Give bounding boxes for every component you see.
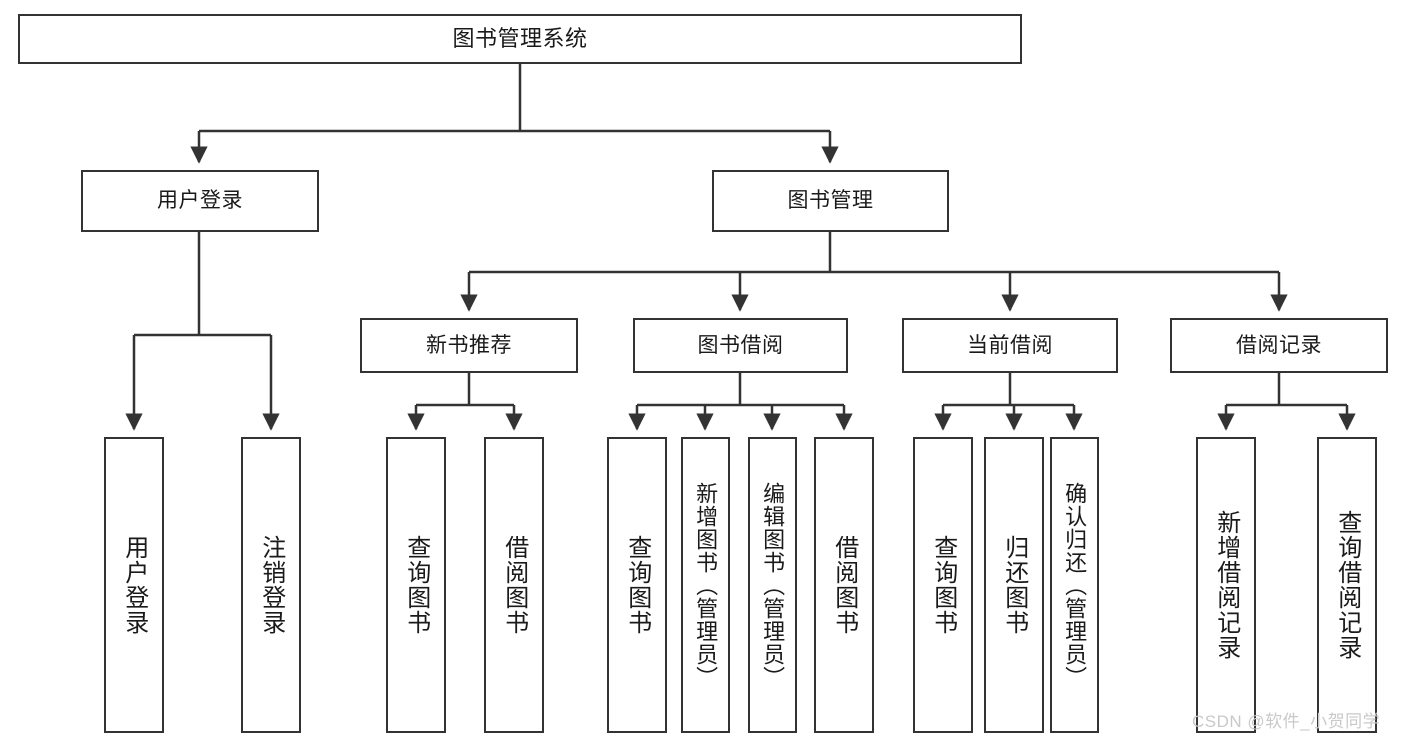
node-book-manage-label: 图书管理 xyxy=(787,189,874,213)
node-current-borrow-label: 当前借阅 xyxy=(967,333,1053,357)
node-book-borrow[interactable]: 图书借阅 xyxy=(633,318,848,373)
node-leaf-logout-label: 注销登录 xyxy=(257,535,285,635)
node-root[interactable]: 图书管理系统 xyxy=(18,14,1022,64)
node-leaf-query-book-2-label: 查询图书 xyxy=(623,535,651,635)
csdn-watermark: CSDN @软件_小贺同学 xyxy=(1192,712,1381,731)
node-root-label: 图书管理系统 xyxy=(452,25,588,51)
node-leaf-logout[interactable]: 注销登录 xyxy=(241,437,301,733)
node-leaf-confirm-return-label: 确认归还（管理员） xyxy=(1062,481,1088,689)
node-leaf-borrow-book-2-label: 借阅图书 xyxy=(830,535,858,635)
node-leaf-edit-book[interactable]: 编辑图书（管理员） xyxy=(748,437,797,733)
node-leaf-user-login[interactable]: 用户登录 xyxy=(104,437,164,733)
node-leaf-query-book-1-label: 查询图书 xyxy=(402,535,430,635)
node-new-book-recommend-label: 新书推荐 xyxy=(426,333,512,357)
node-leaf-borrow-book-2[interactable]: 借阅图书 xyxy=(814,437,874,733)
node-borrow-record-label: 借阅记录 xyxy=(1236,333,1322,357)
node-user-login[interactable]: 用户登录 xyxy=(81,170,319,232)
node-leaf-borrow-book-1-label: 借阅图书 xyxy=(500,535,528,635)
node-book-manage[interactable]: 图书管理 xyxy=(712,170,949,232)
node-leaf-query-book-3[interactable]: 查询图书 xyxy=(913,437,973,733)
node-leaf-query-book-2[interactable]: 查询图书 xyxy=(607,437,667,733)
node-leaf-edit-book-label: 编辑图书（管理员） xyxy=(760,481,786,689)
node-user-login-label: 用户登录 xyxy=(157,189,243,213)
node-leaf-return-book[interactable]: 归还图书 xyxy=(984,437,1044,733)
node-book-borrow-label: 图书借阅 xyxy=(697,333,784,357)
node-leaf-query-book-3-label: 查询图书 xyxy=(929,535,957,635)
node-leaf-add-record[interactable]: 新增借阅记录 xyxy=(1196,437,1256,733)
node-leaf-add-record-label: 新增借阅记录 xyxy=(1212,510,1240,660)
node-leaf-add-book-label: 新增图书（管理员） xyxy=(693,481,719,689)
node-leaf-add-book[interactable]: 新增图书（管理员） xyxy=(681,437,730,733)
node-borrow-record[interactable]: 借阅记录 xyxy=(1170,318,1388,373)
node-leaf-borrow-book-1[interactable]: 借阅图书 xyxy=(484,437,544,733)
node-new-book-recommend[interactable]: 新书推荐 xyxy=(360,318,578,373)
node-leaf-user-login-label: 用户登录 xyxy=(120,535,148,635)
node-current-borrow[interactable]: 当前借阅 xyxy=(902,318,1118,373)
node-leaf-query-record[interactable]: 查询借阅记录 xyxy=(1317,437,1377,733)
node-leaf-return-book-label: 归还图书 xyxy=(1000,535,1028,635)
node-leaf-query-book-1[interactable]: 查询图书 xyxy=(386,437,446,733)
node-leaf-query-record-label: 查询借阅记录 xyxy=(1333,510,1361,660)
node-leaf-confirm-return[interactable]: 确认归还（管理员） xyxy=(1050,437,1099,733)
